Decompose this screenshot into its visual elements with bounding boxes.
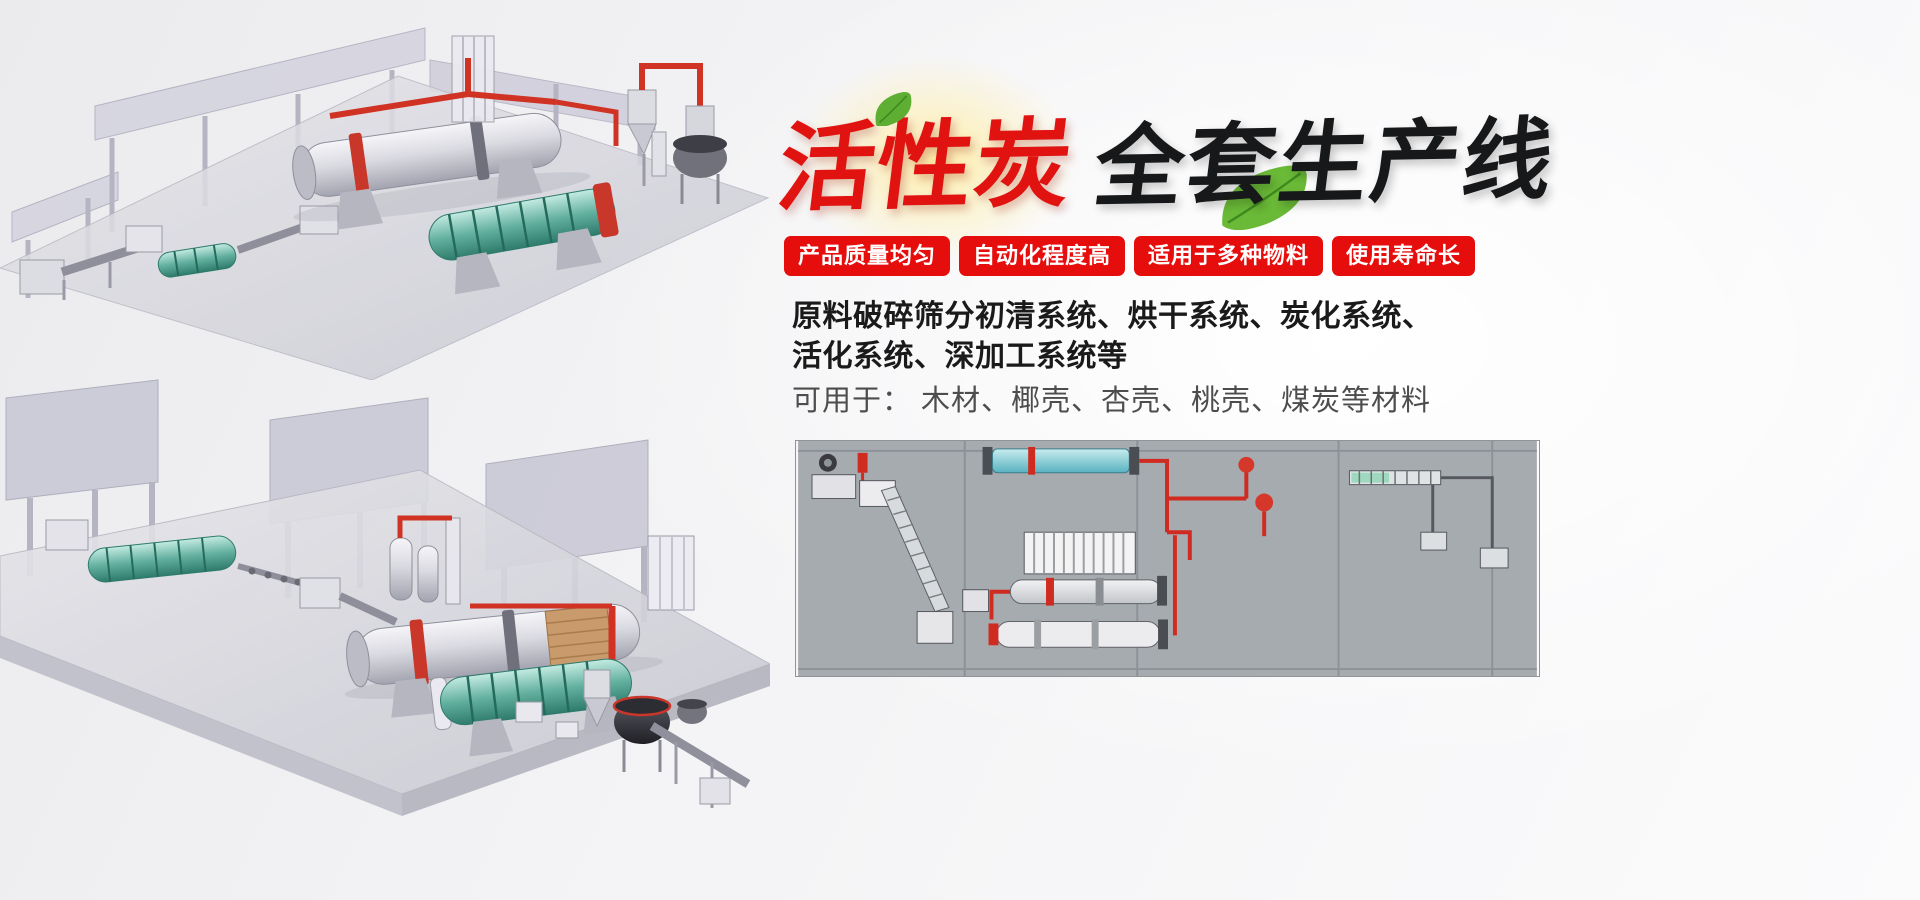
furnace-cluster — [627, 63, 727, 204]
brick-furnace — [544, 604, 614, 670]
materials-line: 可用于： 木材、椰壳、杏壳、桃壳、煤炭等材料 — [792, 385, 1432, 417]
diagram-kiln-cylinders — [962, 575, 1168, 650]
badge-long-service-life: 使用寿命长 — [1332, 236, 1476, 276]
feature-badges: 产品质量均匀 自动化程度高 适用于多种物料 使用寿命长 — [784, 236, 1476, 276]
diagram-heat-exchanger — [1023, 531, 1136, 575]
diagram-fan — [1238, 456, 1255, 473]
feed-conveyor-line — [19, 205, 339, 300]
crusher-drum-line — [45, 519, 398, 626]
cabinet-tower — [647, 535, 695, 611]
title-black-text: 全套生产线 — [1088, 112, 1561, 219]
badge-uniform-quality: 产品质量均匀 — [784, 236, 951, 276]
plant-layout-diagram — [795, 440, 1540, 677]
diagram-dryer-drum — [982, 446, 1140, 475]
badge-high-automation: 自动化程度高 — [959, 236, 1126, 276]
production-line-3d-render-bottom — [0, 379, 770, 816]
production-line-3d-render-top — [0, 27, 770, 380]
description-block: 原料破碎筛分初清系统、烘干系统、炭化系统、 活化系统、深加工系统等 可用于： 木… — [792, 297, 1433, 418]
rotary-dryer — [292, 112, 591, 230]
title-red-text: 活性炭 — [772, 110, 1080, 223]
systems-line-1: 原料破碎筛分初清系统、烘干系统、炭化系统、 — [792, 300, 1433, 333]
diagram-cyclone — [1255, 493, 1274, 512]
diagram-feed-section — [811, 452, 954, 644]
pipe-tower — [329, 35, 619, 146]
badge-multi-material: 适用于多种物料 — [1134, 236, 1324, 276]
leaf-icon — [1222, 165, 1307, 230]
systems-line-2: 活化系统、深加工系统等 — [792, 340, 1128, 373]
diagram-packing-conveyors — [1348, 470, 1509, 569]
discharge-conveyors — [515, 701, 751, 808]
tank-cluster — [389, 515, 461, 605]
activation-drum — [428, 182, 619, 295]
leaf-icon — [875, 92, 912, 126]
diagram-piping — [989, 458, 1267, 636]
